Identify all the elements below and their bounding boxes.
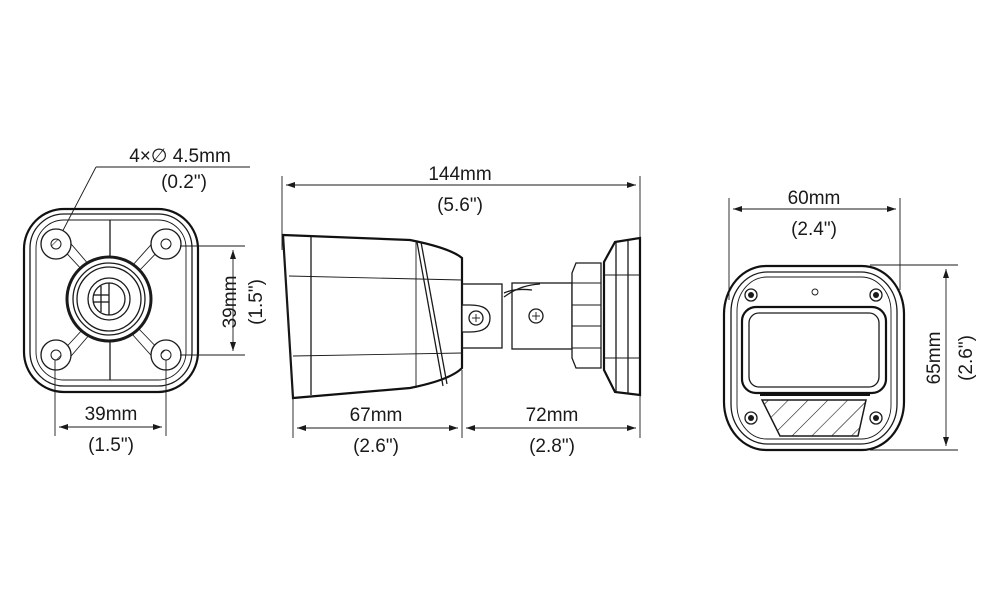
hole-vertical-label: 39mm	[220, 276, 241, 329]
front-screws	[744, 288, 883, 425]
side-view: 144mm (5.6")	[281, 164, 642, 457]
bracket-length-label: 72mm	[526, 405, 579, 426]
ir-panel	[760, 399, 867, 437]
hole-callout-leader-diag	[57, 166, 97, 241]
hole-horizontal-label: 39mm	[85, 404, 138, 425]
bracket-length-inch-label: (2.8")	[529, 436, 575, 457]
front-height-label: 65mm	[924, 332, 945, 385]
front-width-inch-label: (2.4")	[791, 219, 837, 240]
front-housing-outline	[722, 264, 906, 452]
front-height-inch-label: (2.6")	[956, 335, 977, 381]
hole-vertical-inch-label: (1.5")	[246, 279, 267, 325]
hole-callout-inch-label: (0.2")	[161, 172, 207, 193]
front-view: 60mm (2.4") 65mm (2.6")	[722, 188, 977, 452]
light-sensor-icon	[811, 288, 819, 296]
front-width-label: 60mm	[788, 188, 841, 209]
mount-rim	[35, 219, 187, 381]
mount-inner-outline	[29, 213, 193, 387]
camera-body	[281, 233, 464, 400]
body-length-inch-label: (2.6")	[353, 436, 399, 457]
bracket-base	[602, 236, 642, 397]
mount-outline	[22, 207, 200, 394]
body-length-label: 67mm	[350, 405, 403, 426]
sun-visor-edge	[282, 234, 294, 399]
hole-horizontal-inch-label: (1.5")	[88, 435, 134, 456]
bracket-nut	[571, 262, 602, 369]
hole-callout-label: 4×∅ 4.5mm	[129, 146, 231, 167]
screw-icon	[528, 308, 544, 324]
total-length-label: 144mm	[428, 164, 491, 185]
cable-hub	[65, 255, 153, 343]
rear-mount-view: 4×∅ 4.5mm (0.2")	[22, 146, 267, 456]
mount-hole-bottom-left	[40, 339, 72, 371]
lens-window	[740, 305, 888, 396]
total-length-inch-label: (5.6")	[437, 195, 483, 216]
bracket-arm	[461, 282, 573, 350]
mount-hole-top-left	[40, 228, 72, 260]
mount-hole-top-right	[150, 228, 182, 260]
screw-icon	[468, 310, 484, 326]
